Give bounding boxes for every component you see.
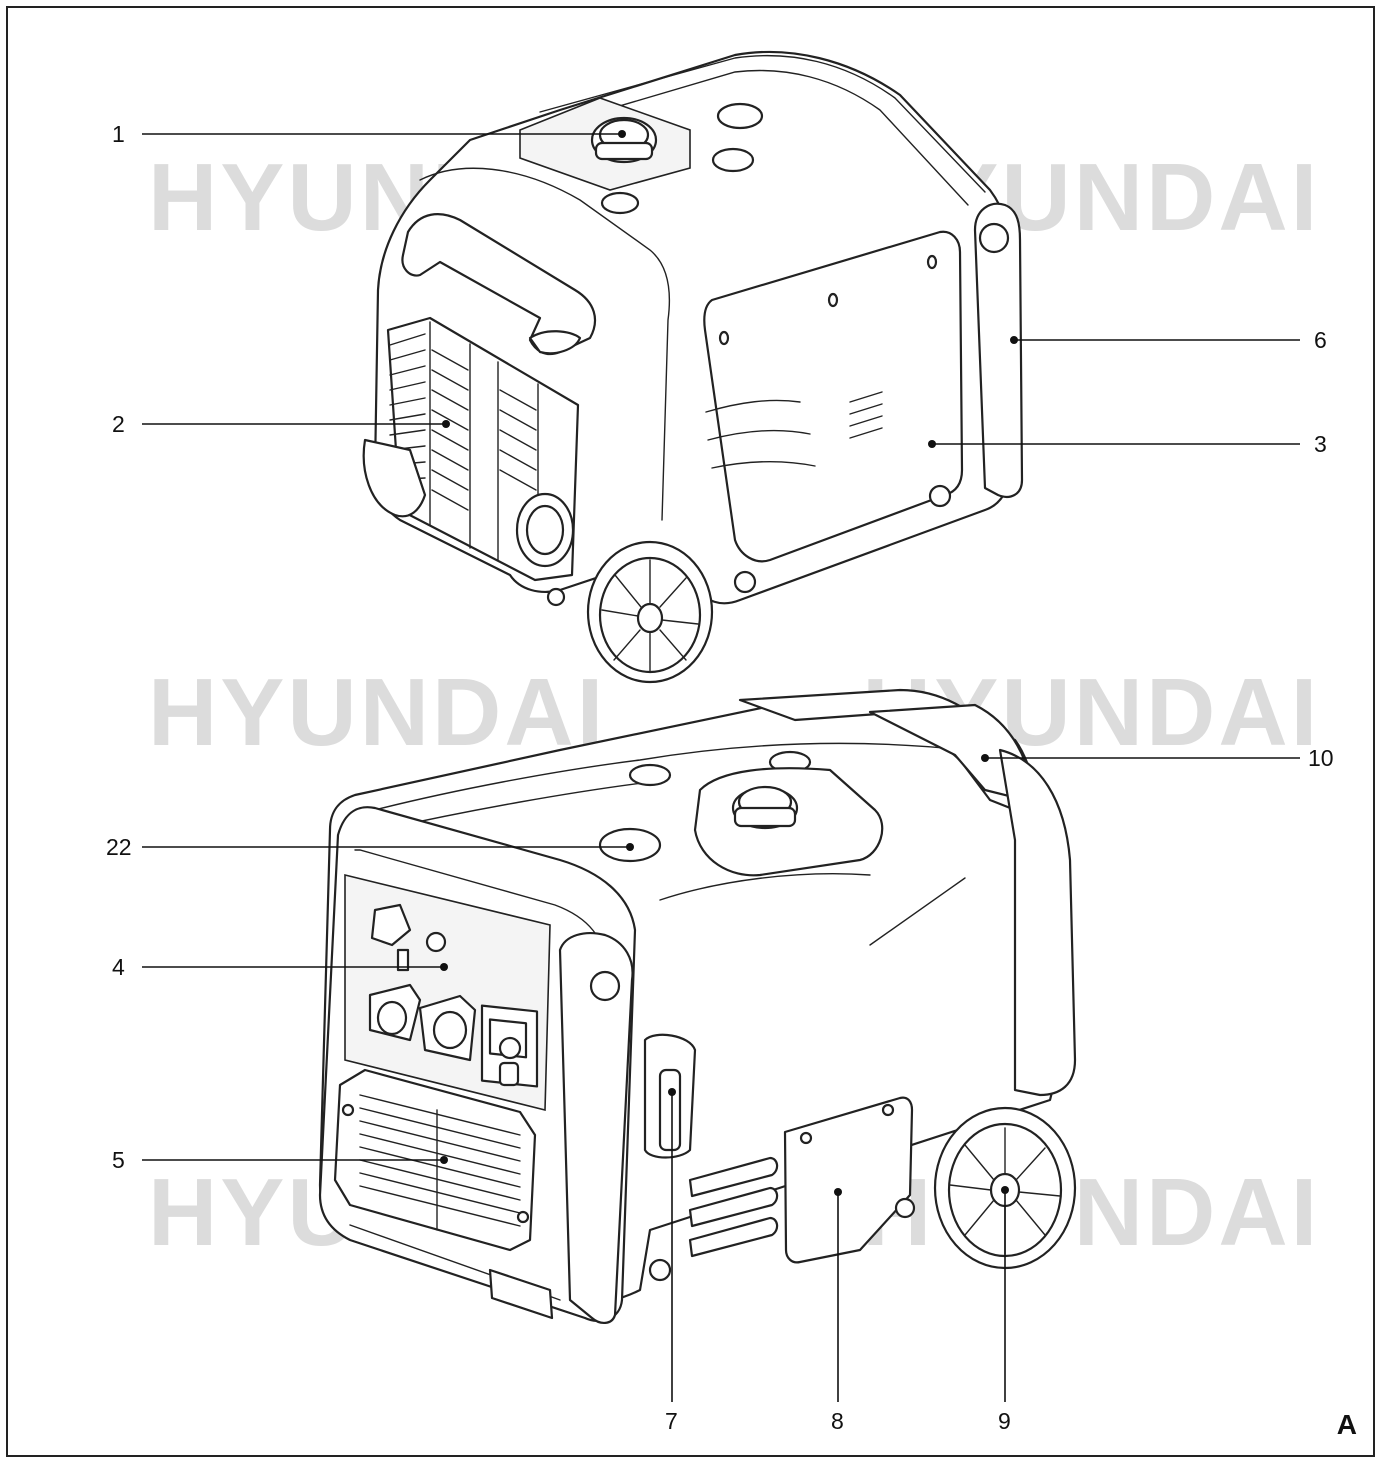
callout-4: 4 [112,954,125,980]
callout-2: 2 [112,411,125,437]
callout-7: 7 [665,1408,678,1434]
leader-lines [142,130,1300,1402]
callout-9: 9 [998,1408,1011,1434]
callout-5: 5 [112,1147,125,1173]
callout-10: 10 [1308,745,1334,771]
figure-letter: A [1336,1409,1357,1440]
callout-22: 22 [106,834,132,860]
callout-6: 6 [1314,327,1327,353]
callout-8: 8 [831,1408,844,1434]
callout-3: 3 [1314,431,1327,457]
generator-bottom-view [318,688,1077,1324]
watermark-middle-left: HYUNDAI [148,659,607,766]
callout-1: 1 [112,121,125,147]
generator-top-view [362,50,1024,684]
figure-frame [6,6,1375,1457]
